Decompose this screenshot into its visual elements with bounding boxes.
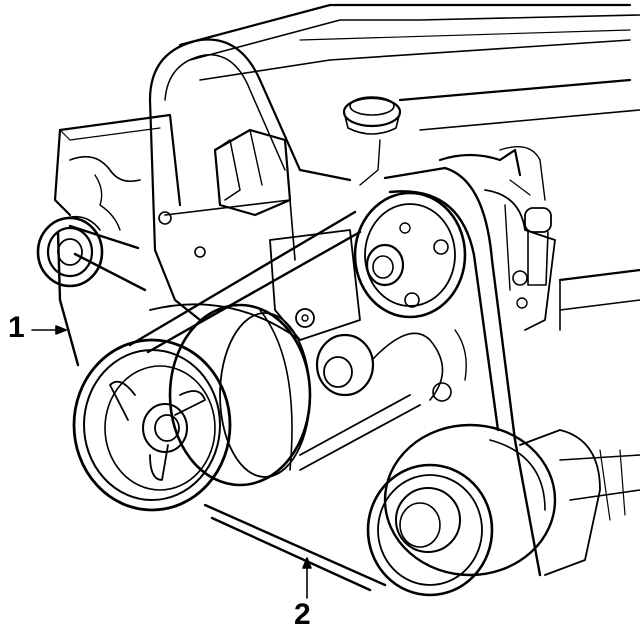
idler-pulley-upper-left <box>36 215 104 288</box>
crankshaft-pulley <box>72 303 312 512</box>
callout-leader-1 <box>31 325 67 335</box>
callout-leader-2 <box>302 557 312 599</box>
engine-block <box>53 3 640 402</box>
lower-right-pulley <box>366 423 640 597</box>
callout-label-1: 1 <box>8 311 25 344</box>
tensioner-pulley <box>353 191 467 319</box>
callout-label-2: 2 <box>294 598 311 631</box>
drive-belt <box>56 166 542 592</box>
